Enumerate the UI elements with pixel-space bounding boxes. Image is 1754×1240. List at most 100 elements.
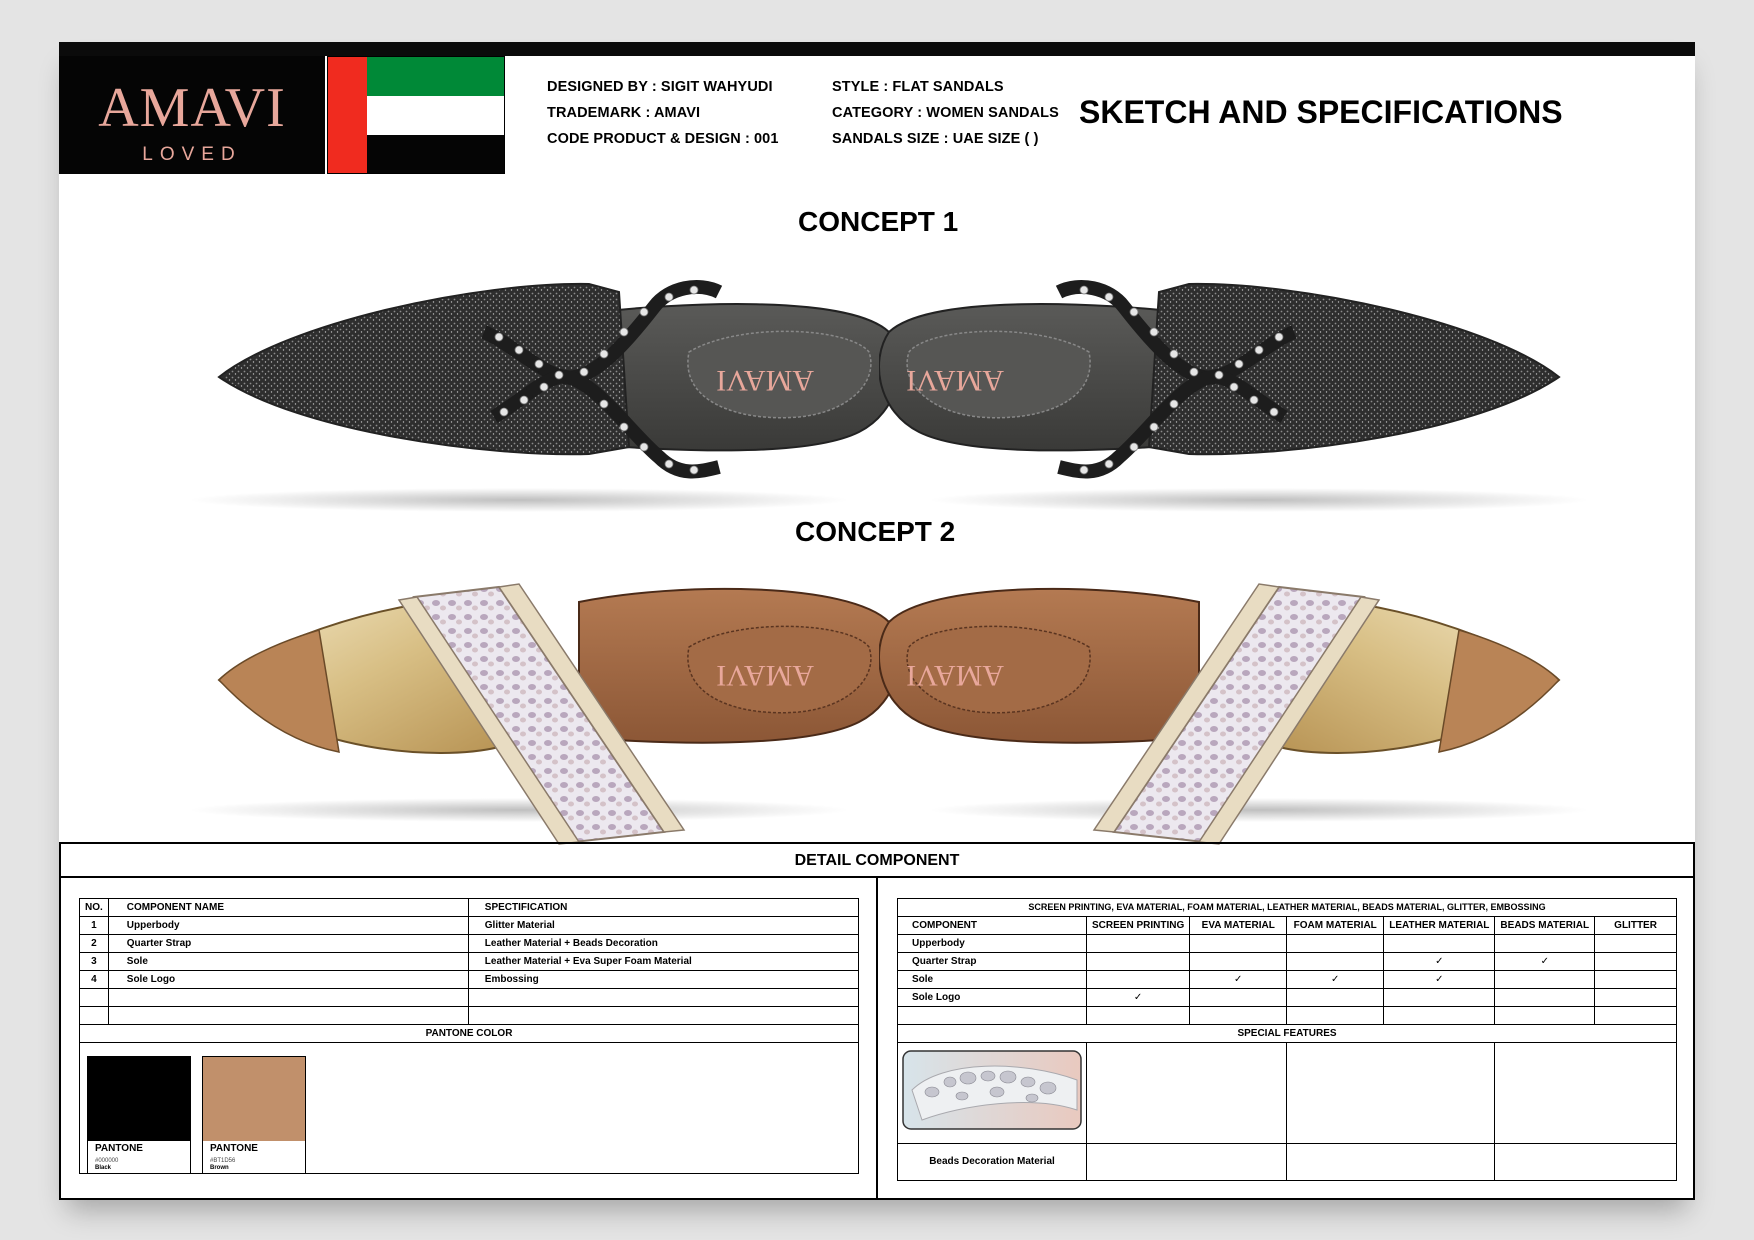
logo-wordmark: AMAVI — [98, 77, 286, 139]
table-cell: Quarter Strap — [107, 934, 469, 953]
table-cell — [1286, 988, 1385, 1007]
table-cell: ✓ — [1286, 970, 1385, 989]
table-cell — [1286, 1143, 1496, 1181]
table-cell — [1085, 952, 1191, 971]
table-cell: GLITTER — [1594, 916, 1677, 935]
concept-1-shoe-left: AMAVI — [189, 280, 899, 512]
svg-text:AMAVI: AMAVI — [906, 364, 1004, 397]
concept-1-shoe-right: AMAVI — [879, 280, 1589, 512]
concept-1-title: CONCEPT 1 — [798, 206, 959, 237]
special-header-row: SPECIAL FEATURES — [897, 1024, 1677, 1043]
table-cell — [1494, 1006, 1596, 1025]
table-cell — [79, 1006, 109, 1025]
table-cell — [1383, 988, 1496, 1007]
concept-2-shoe-right: AMAVI — [879, 583, 1589, 845]
header-component-name: COMPONENT NAME — [107, 898, 469, 917]
top-bar — [59, 42, 1695, 56]
uae-flag-icon — [327, 56, 505, 174]
table-cell — [1383, 1006, 1496, 1025]
table-cell — [897, 1006, 1087, 1025]
table-cell: EVA MATERIAL — [1189, 916, 1288, 935]
product-info: STYLE : FLAT SANDALS CATEGORY : WOMEN SA… — [832, 74, 1059, 152]
table-cell — [1189, 934, 1288, 953]
concept-2-shoe-left: AMAVI — [189, 583, 899, 845]
table-cell — [1085, 934, 1191, 953]
special-row — [897, 1042, 1677, 1144]
table-row: Upperbody — [897, 934, 1677, 953]
table-cell — [1594, 970, 1677, 989]
table-cell: Upperbody — [107, 916, 469, 935]
table-cell — [1494, 934, 1596, 953]
table-cell — [467, 988, 860, 1007]
svg-text:AMAVI: AMAVI — [906, 659, 1004, 692]
table-cell — [107, 988, 469, 1007]
table-cell: Sole — [107, 952, 469, 971]
pantone-row — [79, 1042, 859, 1174]
table-cell: ✓ — [1383, 952, 1496, 971]
table-cell — [107, 1006, 469, 1025]
table-cell: Leather Material + Beads Decoration — [467, 934, 860, 953]
table-cell — [1594, 934, 1677, 953]
matrix-title-row: SCREEN PRINTING, EVA MATERIAL, FOAM MATE… — [897, 898, 1677, 917]
style: STYLE : FLAT SANDALS — [832, 79, 1004, 95]
table-cell: 4 — [79, 970, 109, 989]
table-cell: Upperbody — [897, 934, 1087, 953]
table-cell — [1286, 934, 1385, 953]
page-title: SKETCH AND SPECIFICATIONS — [1079, 94, 1563, 130]
table-cell — [1286, 1042, 1496, 1144]
table-header-row: NO. COMPONENT NAME SPECTIFICATION — [79, 898, 860, 917]
table-cell — [1594, 952, 1677, 971]
table-cell: LEATHER MATERIAL — [1383, 916, 1496, 935]
product-code: CODE PRODUCT & DESIGN : 001 — [547, 131, 779, 147]
special-caption: Beads Decoration Material — [897, 1143, 1087, 1181]
beads-decoration-image — [902, 1050, 1082, 1130]
table-cell: 3 — [79, 952, 109, 971]
table-cell: Sole Logo — [107, 970, 469, 989]
special-features-title: SPECIAL FEATURES — [897, 1024, 1677, 1043]
table-cell — [1085, 1143, 1288, 1181]
logo-tagline: LOVED — [142, 144, 242, 165]
table-row — [79, 988, 860, 1007]
pantone-title: PANTONE COLOR — [79, 1024, 859, 1043]
table-cell — [897, 1042, 1087, 1144]
svg-text:AMAVI: AMAVI — [716, 659, 814, 692]
sandals-size: SANDALS SIZE : UAE SIZE ( ) — [832, 131, 1039, 147]
table-cell — [1085, 970, 1191, 989]
designer-info: DESIGNED BY : SIGIT WAHYUDI TRADEMARK : … — [547, 74, 779, 152]
table-cell — [1286, 1006, 1385, 1025]
table-cell — [79, 988, 109, 1007]
table-row: Quarter Strap✓✓ — [897, 952, 1677, 971]
table-cell — [1189, 988, 1288, 1007]
designed-by: DESIGNED BY : SIGIT WAHYUDI — [547, 79, 773, 95]
table-cell: 2 — [79, 934, 109, 953]
table-row — [79, 1006, 860, 1025]
table-cell — [1189, 952, 1288, 971]
material-matrix-table: SCREEN PRINTING, EVA MATERIAL, FOAM MATE… — [897, 898, 1677, 1181]
table-cell: ✓ — [1085, 988, 1191, 1007]
table-row: Sole✓✓✓ — [897, 970, 1677, 989]
detail-component-panel: DETAIL COMPONENT NO. COMPONENT NAME SPEC… — [59, 842, 1695, 1200]
table-cell — [1594, 1006, 1677, 1025]
pantone-header-row: PANTONE COLOR — [79, 1024, 859, 1043]
table-cell: COMPONENT — [897, 916, 1087, 935]
table-cell: Sole — [897, 970, 1087, 989]
table-cell — [1189, 1006, 1288, 1025]
pantone-swatch-brown: PANTONE #BT1D56 Brown — [202, 1056, 306, 1174]
table-cell: FOAM MATERIAL — [1286, 916, 1385, 935]
header-no: NO. — [79, 898, 109, 917]
brand-logo: AMAVI LOVED — [59, 56, 325, 174]
table-cell — [467, 1006, 860, 1025]
pantone-swatch-black: PANTONE #000000 Black — [87, 1056, 191, 1174]
table-cell: SCREEN PRINTING — [1085, 916, 1191, 935]
concept-2-title: CONCEPT 2 — [795, 516, 956, 547]
matrix-title: SCREEN PRINTING, EVA MATERIAL, FOAM MATE… — [897, 898, 1677, 917]
table-cell — [1594, 988, 1677, 1007]
category: CATEGORY : WOMEN SANDALS — [832, 105, 1059, 121]
table-cell — [1494, 1042, 1677, 1144]
svg-text:AMAVI: AMAVI — [716, 364, 814, 397]
special-caption-row: Beads Decoration Material — [897, 1143, 1677, 1181]
